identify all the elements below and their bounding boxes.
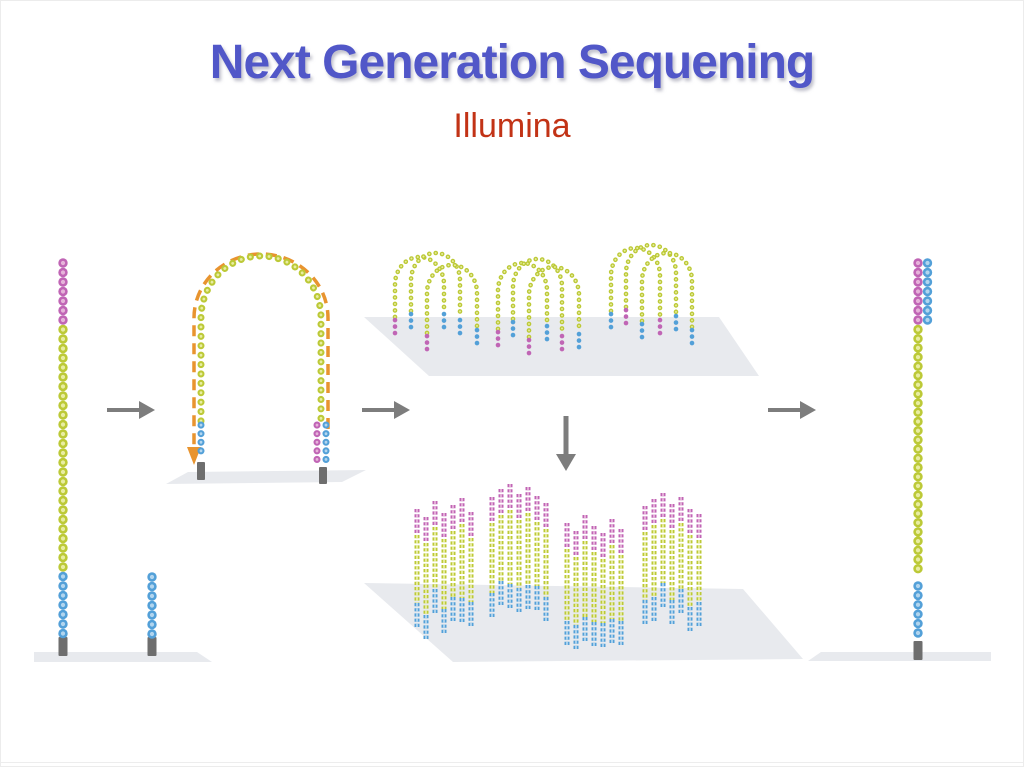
slide-bottom-edge (1, 762, 1023, 763)
stage-adapter-ligated-template-strand (34, 258, 212, 662)
step-arrow-3 (768, 401, 816, 419)
down-arrow (556, 416, 576, 471)
stage-bridge-amplification-on-flow-cell (364, 242, 759, 376)
stage-bridge-formation (166, 252, 366, 484)
step-arrow-1 (107, 401, 155, 419)
slide-title: Next Generation Sequening (209, 36, 815, 89)
stage-linearized-double-strand (808, 258, 991, 661)
step-arrow-2 (362, 401, 410, 419)
slide-subtitle: Illumina (453, 107, 571, 145)
stage-clonal-clusters-on-flow-cell (364, 484, 803, 662)
